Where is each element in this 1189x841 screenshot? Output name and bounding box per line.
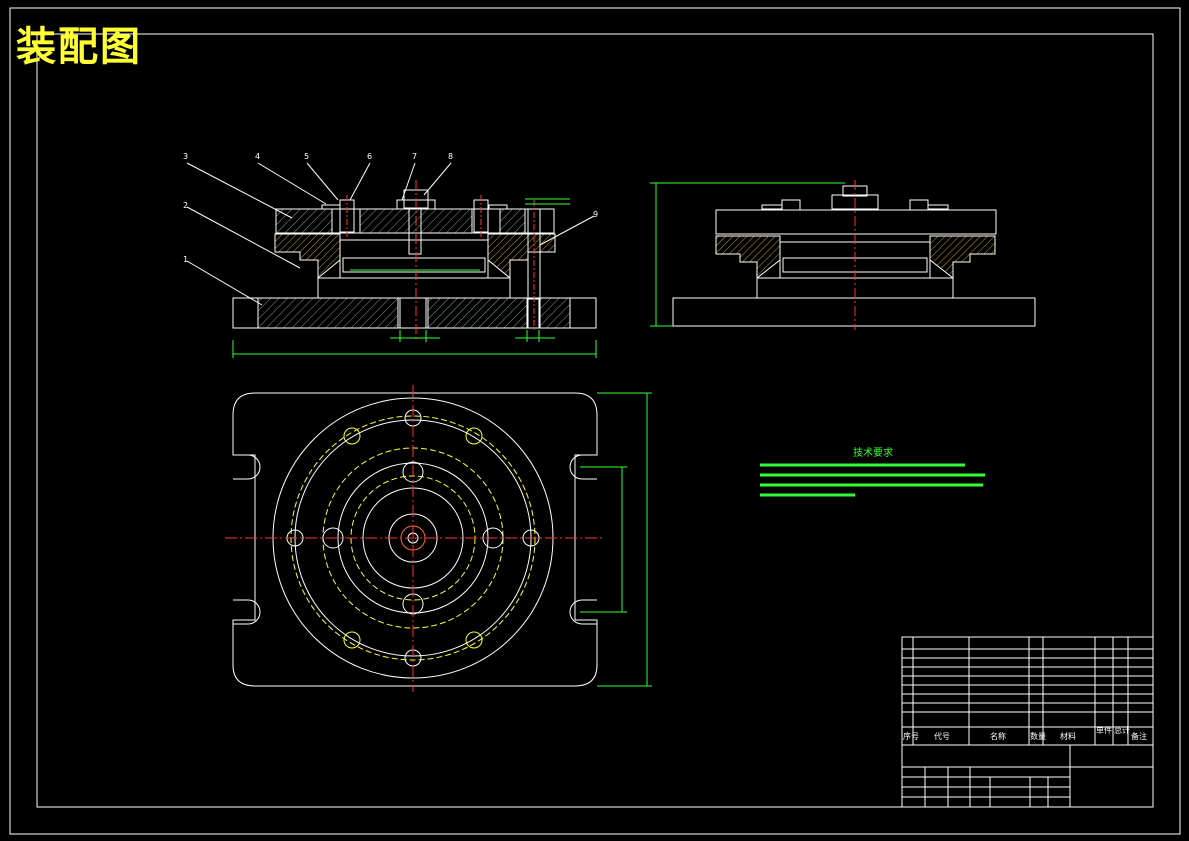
header-remarks: 备注	[1131, 731, 1147, 741]
header-item-no: 序号	[903, 731, 919, 741]
balloon-5: 5	[304, 152, 309, 161]
header-material: 材料	[1060, 731, 1076, 741]
side-view	[650, 180, 1036, 330]
top-view	[225, 385, 652, 692]
header-name: 名称	[990, 731, 1006, 741]
header-code: 代号	[934, 731, 950, 741]
tech-requirement-lines	[760, 463, 985, 497]
balloon-2: 2	[183, 201, 188, 210]
header-qty: 数量	[1030, 731, 1046, 741]
balloon-6: 6	[367, 152, 372, 161]
balloon-9: 9	[593, 210, 598, 219]
header-total: 总计	[1114, 725, 1130, 735]
balloon-labels: 1 2 3 4 5 6 7 8 9	[183, 152, 598, 264]
balloon-3: 3	[183, 152, 188, 161]
balloon-7: 7	[412, 152, 417, 161]
title-block-header: 序号 代号 名称 数量 材料 单件 总计 备注	[903, 725, 1147, 741]
tech-requirements-heading: 技术要求	[853, 448, 893, 459]
balloon-8: 8	[448, 152, 453, 161]
outer-frame	[9, 7, 1181, 835]
front-section-view	[186, 162, 597, 358]
header-unit: 单件	[1096, 725, 1112, 735]
drawing-title: 装配图	[16, 24, 142, 70]
title-block	[901, 636, 1154, 808]
balloon-4: 4	[255, 152, 260, 161]
inner-frame	[36, 33, 1154, 808]
balloon-1: 1	[183, 255, 188, 264]
